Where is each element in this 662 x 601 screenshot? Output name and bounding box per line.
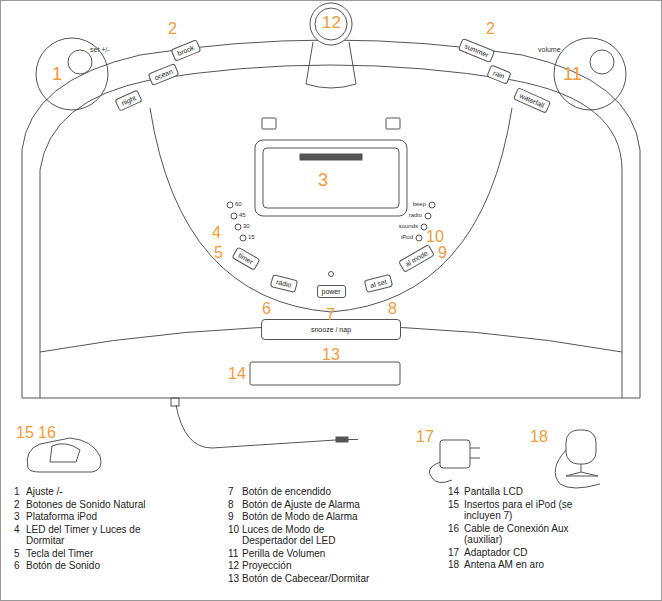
panel-marking: 60 [235, 201, 242, 208]
button-label: snooze / nap [311, 326, 351, 333]
panel-marking: 30 [243, 223, 250, 230]
panel-marking: sounds [399, 223, 418, 230]
callout-number: 14 [228, 365, 246, 383]
callout-number: 13 [322, 346, 340, 364]
part-name: Tecla del Timer [26, 548, 93, 560]
button-label: waterfall [519, 91, 546, 108]
panel-marking: volume [538, 46, 561, 54]
part-name: Botón de Ajuste de Alarma [242, 499, 360, 511]
list-number: 13 [228, 573, 239, 585]
button-label: rain [492, 69, 505, 80]
part-name: Antena AM en aro [464, 559, 544, 571]
list-number: 15 [448, 499, 459, 511]
list-number: 17 [448, 547, 459, 559]
callout-number: 10 [426, 228, 444, 246]
callout-number: 16 [38, 424, 56, 442]
part-name: Pantalla LCD [464, 486, 523, 498]
callout-number: 8 [388, 300, 397, 318]
button-label: summer [463, 42, 489, 58]
panel-marking: 45 [239, 212, 246, 219]
button-label: night [120, 94, 137, 107]
list-number: 7 [228, 486, 234, 498]
device-button: night [114, 89, 142, 111]
device-button: al set [363, 273, 392, 292]
device-button: waterfall [513, 87, 551, 114]
list-number: 12 [228, 560, 239, 572]
part-name: Ajuste /- [26, 486, 63, 498]
device-button: summer [457, 37, 495, 62]
part-name: Cable de Conexión Aux (auxiliar) [464, 523, 584, 546]
part-name: Botón de Modo de Alarma [242, 511, 358, 523]
panel-marking: radio [409, 212, 422, 219]
part-name: Botón de Cabecear/Dormitar [242, 573, 369, 585]
button-label: power [322, 288, 341, 295]
list-number: 11 [228, 548, 238, 560]
device-button: rain [486, 64, 511, 84]
callout-number: 5 [214, 244, 223, 262]
callout-number: 18 [530, 428, 548, 446]
list-number: 18 [448, 559, 459, 571]
part-name: Botón de encendido [242, 486, 331, 498]
list-number: 9 [228, 511, 234, 523]
list-number: 16 [448, 523, 459, 535]
device-button: timer [231, 246, 260, 270]
callout-number: 2 [168, 20, 177, 38]
button-label: radio [275, 278, 292, 289]
part-name: Insertos para el iPod (se incluyen 7) [464, 499, 574, 522]
callout-number: 2 [486, 20, 495, 38]
callout-number: 3 [318, 170, 328, 191]
callout-number: 6 [262, 300, 271, 318]
part-name: LED del Timer y Luces de Dormitar [26, 524, 156, 547]
callout-number: 1 [52, 64, 62, 85]
device-button: ocean [147, 63, 179, 86]
list-number: 4 [14, 524, 20, 536]
list-number: 1 [14, 486, 20, 498]
part-name: Botón de Sonido [26, 560, 100, 572]
button-label: al mode [403, 249, 428, 268]
button-label: brook [176, 43, 195, 56]
device-button: radio [270, 274, 298, 293]
part-name: Proyección [242, 560, 291, 572]
callout-number: 15 [16, 424, 34, 442]
panel-marking: 15 [248, 234, 255, 241]
list-number: 8 [228, 499, 234, 511]
part-name: Adaptador CD [464, 547, 527, 559]
button-label: ocean [153, 67, 173, 81]
list-number: 6 [14, 560, 20, 572]
list-number: 3 [14, 511, 20, 523]
panel-marking: set +/- [90, 46, 110, 54]
list-number: 5 [14, 548, 20, 560]
device-button: brook [171, 39, 201, 61]
part-name: Botones de Sonido Natural [26, 499, 146, 511]
callout-number: 9 [438, 244, 447, 262]
button-label: al set [369, 278, 387, 289]
part-name: Plataforma iPod [26, 511, 97, 523]
list-number: 2 [14, 499, 20, 511]
panel-marking: beep [413, 201, 426, 208]
callout-number: 7 [326, 306, 335, 324]
list-number: 10 [228, 524, 239, 536]
callout-number: 4 [212, 224, 221, 242]
callout-number: 11 [563, 64, 582, 85]
button-label: timer [237, 251, 254, 265]
list-number: 14 [448, 486, 459, 498]
part-name: Luces de Modo de Despertador del LED [242, 524, 364, 547]
device-button: al mode [398, 244, 435, 273]
panel-marking: iPod [401, 234, 413, 241]
part-name: Perilla de Volumen [242, 548, 325, 560]
device-button: power [317, 285, 346, 298]
callout-number: 12 [322, 13, 341, 33]
callout-number: 17 [416, 428, 434, 446]
